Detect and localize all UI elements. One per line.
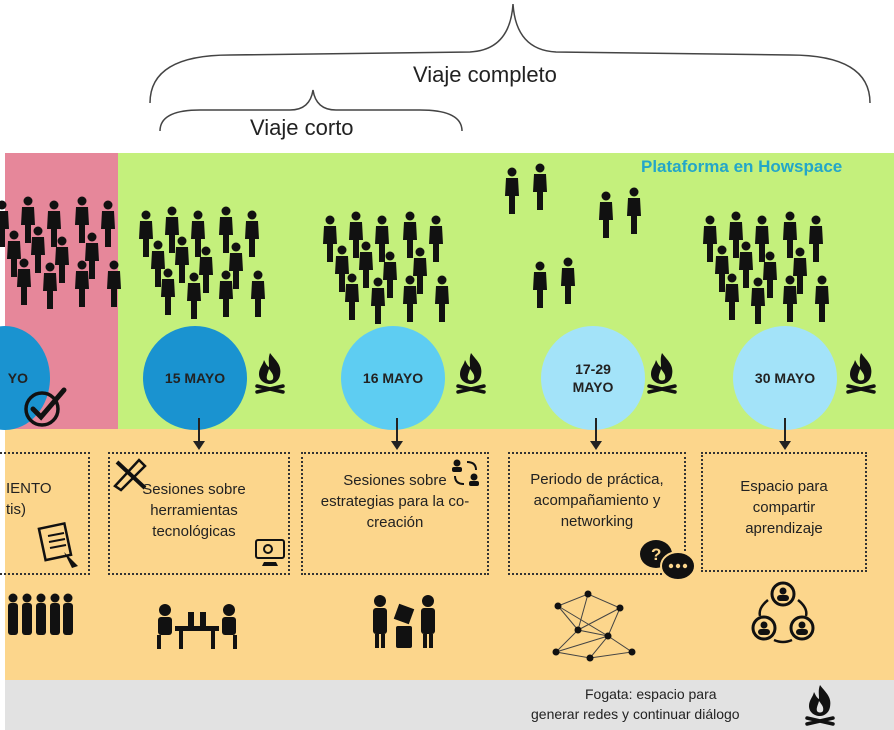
people-exchange-icon — [452, 459, 479, 486]
short-trip-label: Viaje corto — [250, 115, 354, 140]
date-label: 15 MAYO — [164, 370, 226, 386]
arrow-head — [391, 441, 403, 450]
date-label: 17-29 MAYO — [572, 361, 614, 395]
campfire-icon — [805, 685, 835, 726]
footer-legend-line1: Fogata: espacio para — [585, 686, 717, 702]
collaboration-icon — [373, 595, 435, 648]
full-trip-brace — [149, 3, 871, 132]
date-label: 16 MAYO — [362, 370, 424, 386]
svg-text:?: ? — [651, 545, 661, 564]
platform-label: Plataforma en Howspace — [641, 157, 843, 176]
date-label: YO — [7, 370, 28, 386]
gray-footer-band — [5, 680, 894, 730]
activity-box-3: Sesiones sobre estrategias para la co-cr… — [301, 452, 489, 575]
arrow-connector — [595, 418, 597, 442]
arrow-connector — [784, 418, 786, 442]
activity-box-5: Espacio para compartir aprendizaje — [701, 452, 867, 572]
crowd-icon — [8, 593, 73, 635]
computer-icon — [255, 539, 285, 566]
share-cycle-icon — [751, 581, 815, 644]
activity-box-1: IENTO tis) — [0, 452, 90, 575]
pencil-ruler-icon — [113, 458, 147, 492]
arrow-connector — [198, 418, 200, 442]
document-icon — [37, 521, 78, 568]
activity-text: Periodo de práctica, acompañamiento y ne… — [530, 471, 664, 530]
date-circle-2: 15 MAYO — [143, 326, 247, 430]
date-circle-4: 17-29 MAYO — [541, 326, 645, 430]
full-trip-label: Viaje completo — [413, 62, 557, 87]
date-label: 30 MAYO — [754, 370, 816, 386]
arrow-connector — [396, 418, 398, 442]
activity-box-4: Periodo de práctica, acompañamiento y ne… — [508, 452, 686, 575]
arrow-head — [590, 441, 602, 450]
team-meeting-icon — [157, 604, 237, 649]
activity-text: Sesiones sobre estrategias para la co-cr… — [320, 472, 470, 531]
activity-box-2: Sesiones sobre herramientas tecnológicas — [108, 452, 290, 575]
chat-question-icon: ? — [640, 540, 696, 581]
footer-legend-line2: generar redes y continuar diálogo — [531, 706, 740, 722]
arrow-head — [779, 441, 791, 450]
activity-text: Espacio para compartir aprendizaje — [740, 477, 828, 537]
activity-text: Sesiones sobre herramientas tecnológicas — [142, 481, 246, 540]
date-circle-3: 16 MAYO — [341, 326, 445, 430]
orange-band — [5, 429, 894, 680]
arrow-head — [193, 441, 205, 450]
date-circle-5: 30 MAYO — [733, 326, 837, 430]
checkmark-icon — [24, 387, 67, 427]
network-icon — [552, 590, 636, 662]
activity-text: IENTO tis) — [6, 479, 52, 518]
